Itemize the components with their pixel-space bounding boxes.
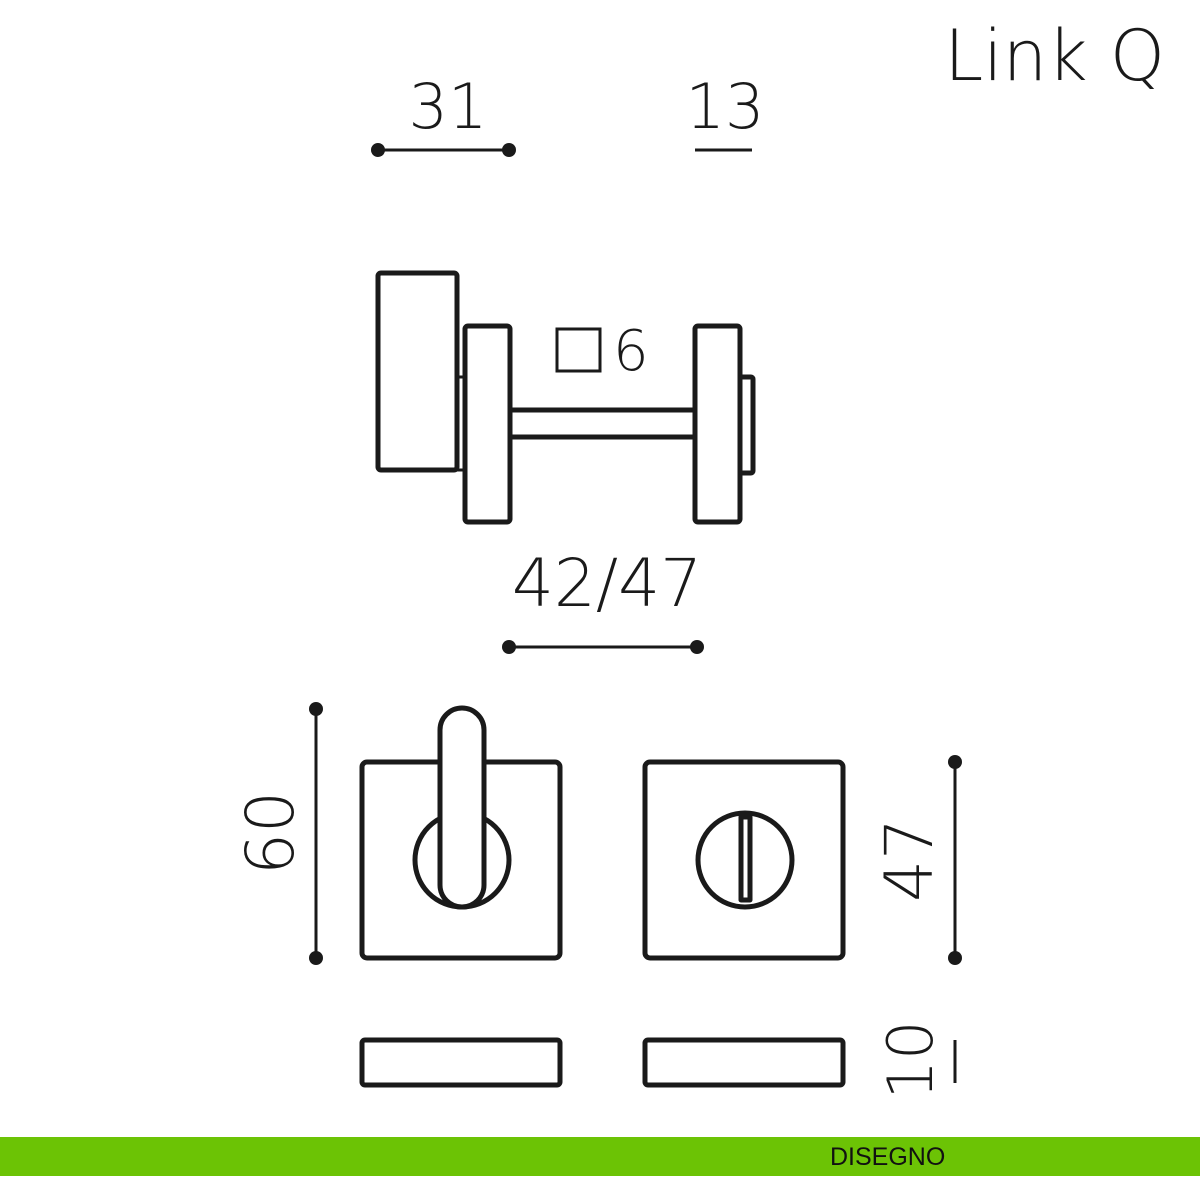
- rose-right-side: [692, 323, 743, 525]
- rose-left-side: [462, 323, 513, 525]
- product-title: Link Q: [944, 15, 1165, 97]
- release-side: [737, 374, 756, 476]
- dim-knob-depth: 31: [409, 70, 488, 143]
- footer-bar: DISEGNO: [0, 1137, 1200, 1176]
- dim-line-42-47: [502, 640, 704, 654]
- rose-profile-left: [359, 1037, 563, 1088]
- dim-line-60: [309, 702, 323, 965]
- dim-lever-height: 60: [232, 791, 309, 875]
- side-view: [375, 270, 756, 525]
- footer-label: DISEGNO: [830, 1143, 946, 1171]
- dim-line-47: [948, 755, 962, 965]
- dim-rose-profile: 10: [874, 1021, 947, 1100]
- knob-side: [375, 270, 460, 473]
- front-view-knob: [359, 705, 563, 961]
- spindle: [507, 407, 698, 440]
- rose-profile-right: [642, 1037, 846, 1088]
- front-view-release: [642, 759, 846, 961]
- dim-spindle-square: 6: [613, 319, 649, 384]
- square-symbol-icon: [555, 327, 602, 373]
- dim-rose-thickness: 13: [686, 70, 765, 143]
- dim-rose-size: 47: [871, 818, 948, 902]
- dim-door-thickness: 42/47: [512, 545, 702, 622]
- dim-line-31: [371, 143, 516, 157]
